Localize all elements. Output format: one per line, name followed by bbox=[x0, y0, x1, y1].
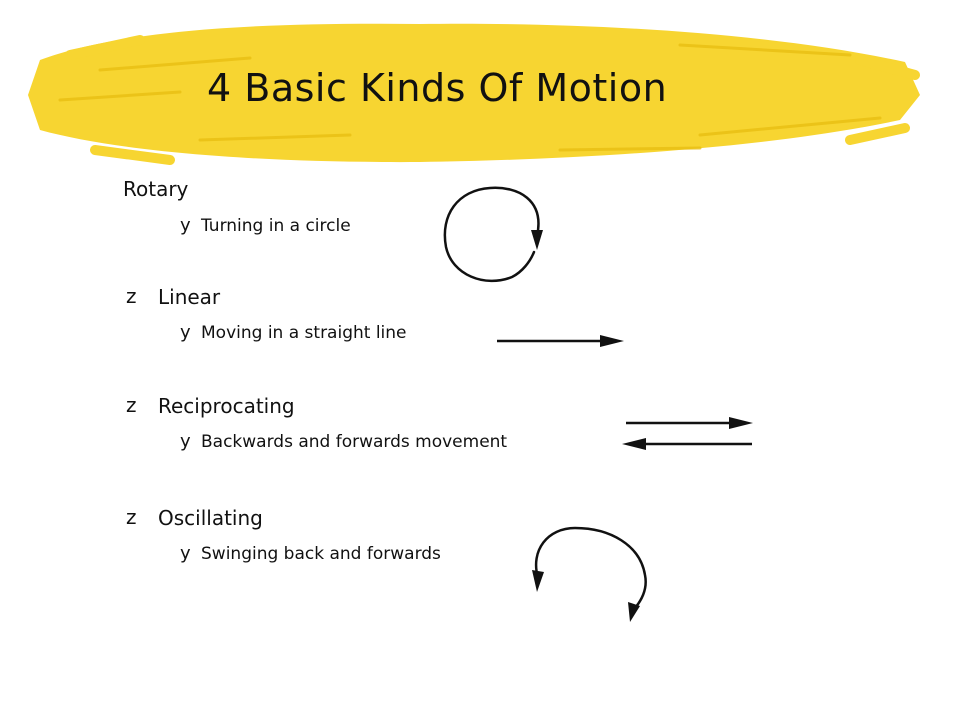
heading-linear: Linear bbox=[158, 285, 221, 309]
bullet-z-icon: z bbox=[126, 284, 137, 308]
bullet-y-icon: y bbox=[180, 215, 191, 236]
bullet-y-icon: y bbox=[180, 543, 191, 564]
bullet-z-icon: z bbox=[126, 393, 137, 417]
description-rotary: Turning in a circle bbox=[201, 216, 351, 236]
circular-arrow-icon bbox=[443, 186, 543, 283]
description-oscillating: Swinging back and forwards bbox=[201, 544, 441, 564]
heading-rotary: Rotary bbox=[123, 177, 189, 201]
title-highlight-brush bbox=[28, 23, 920, 165]
heading-reciprocating: Reciprocating bbox=[158, 394, 295, 418]
description-linear: Moving in a straight line bbox=[201, 323, 407, 343]
heading-oscillating: Oscillating bbox=[158, 506, 263, 530]
bullet-y-icon: y bbox=[180, 431, 191, 452]
bullet-y-icon: y bbox=[180, 322, 191, 343]
bullet-z-icon: z bbox=[126, 505, 137, 529]
page-title: 4 Basic Kinds Of Motion bbox=[207, 66, 668, 110]
description-reciprocating: Backwards and forwards movement bbox=[201, 432, 508, 452]
double-arrow-icon bbox=[622, 417, 753, 450]
arc-arrows-icon bbox=[532, 526, 647, 622]
right-arrow-icon bbox=[497, 335, 624, 347]
